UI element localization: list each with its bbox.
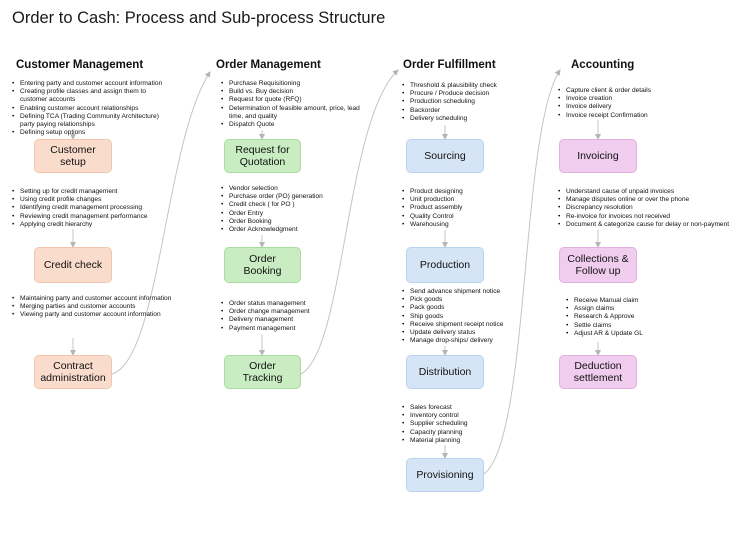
- list-item: Capacity planning: [402, 429, 532, 437]
- list-item: Determination of feasible amount, price,…: [221, 105, 361, 121]
- process-box-production: Production: [406, 247, 484, 283]
- list-item: Material planning: [402, 437, 532, 445]
- bullet-list-request-for-quotation: Purchase Requisitioning Build vs. Buy de…: [221, 80, 361, 129]
- list-item: Production scheduling: [402, 98, 532, 106]
- list-item: Defining TCA (Trading Community Architec…: [12, 113, 170, 129]
- process-box-order-booking: Order Booking: [224, 247, 301, 283]
- list-item: Product assembly: [402, 204, 532, 212]
- bullet-list-distribution: Send advance shipment notice Pick goods …: [402, 288, 542, 346]
- list-item: Order change management: [221, 308, 361, 316]
- list-item: Pack goods: [402, 304, 542, 312]
- bullet-list-invoicing: Capture client & order details Invoice c…: [558, 87, 698, 120]
- list-item: Viewing party and customer account infor…: [12, 311, 172, 319]
- list-item: Ship goods: [402, 313, 542, 321]
- list-item: Backorder: [402, 107, 532, 115]
- process-box-contract-administration: Contract administration: [34, 355, 112, 389]
- list-item: Payment management: [221, 325, 361, 333]
- list-item: Understand cause of unpaid invoices: [558, 188, 750, 196]
- list-item: Invoice creation: [558, 95, 698, 103]
- bullet-list-order-tracking: Order status management Order change man…: [221, 300, 361, 333]
- list-item: Threshold & plausibility check: [402, 82, 532, 90]
- list-item: Defining setup options: [12, 129, 170, 137]
- list-item: Build vs. Buy decision: [221, 88, 361, 96]
- list-item: Assign claims: [566, 305, 696, 313]
- list-item: Settle claims: [566, 322, 696, 330]
- process-box-distribution: Distribution: [406, 355, 484, 389]
- list-item: Research & Approve: [566, 313, 696, 321]
- column-heading-order-fulfillment: Order Fulfillment: [403, 59, 496, 71]
- curve-fulfillment-to-accounting: [483, 69, 561, 475]
- list-item: Product designing: [402, 188, 532, 196]
- bullet-list-provisioning: Sales forecast Inventory control Supplie…: [402, 404, 532, 445]
- list-item: Delivery scheduling: [402, 115, 532, 123]
- column-heading-accounting: Accounting: [571, 59, 635, 71]
- list-item: Order Booking: [221, 218, 371, 226]
- bullet-list-credit-check: Setting up for credit management Using c…: [12, 188, 182, 229]
- list-item: Maintaining party and customer account i…: [12, 295, 172, 303]
- list-item: Unit production: [402, 196, 532, 204]
- list-item: Dispatch Quote: [221, 121, 361, 129]
- list-item: Setting up for credit management: [12, 188, 182, 196]
- list-item: Invoice delivery: [558, 103, 698, 111]
- list-item: Warehousing: [402, 221, 532, 229]
- process-box-sourcing: Sourcing: [406, 139, 484, 173]
- process-box-order-tracking: Order Tracking: [224, 355, 301, 389]
- list-item: Pick goods: [402, 296, 542, 304]
- list-item: Order status management: [221, 300, 361, 308]
- list-item: Purchase order (PO) generation: [221, 193, 371, 201]
- process-box-request-for-quotation: Request for Quotation: [224, 139, 301, 173]
- process-box-credit-check: Credit check: [34, 247, 112, 283]
- list-item: Quality Control: [402, 213, 532, 221]
- list-item: Order Entry: [221, 210, 371, 218]
- list-item: Update delivery status: [402, 329, 542, 337]
- list-item: Reviewing credit management performance: [12, 213, 182, 221]
- list-item: Receive Manual claim: [566, 297, 696, 305]
- process-box-collections-follow-up: Collections & Follow up: [559, 247, 637, 283]
- list-item: Re-invoice for invoices not received: [558, 213, 750, 221]
- bullet-list-production: Product designing Unit production Produc…: [402, 188, 532, 229]
- list-item: Vendor selection: [221, 185, 371, 193]
- bullet-list-sourcing: Threshold & plausibility check Procure /…: [402, 82, 532, 123]
- list-item: Send advance shipment notice: [402, 288, 542, 296]
- list-item: Order Acknowledgment: [221, 226, 371, 234]
- list-item: Merging parties and customer accounts: [12, 303, 172, 311]
- process-box-invoicing: Invoicing: [559, 139, 637, 173]
- list-item: Purchase Requisitioning: [221, 80, 361, 88]
- list-item: Receive shipment receipt notice: [402, 321, 542, 329]
- list-item: Credit check ( for PO ): [221, 201, 371, 209]
- bullet-list-deduction-settlement: Receive Manual claim Assign claims Resea…: [566, 297, 696, 338]
- list-item: Entering party and customer account info…: [12, 80, 170, 88]
- list-item: Inventory control: [402, 412, 532, 420]
- list-item: Manage disputes online or over the phone: [558, 196, 750, 204]
- list-item: Procure / Produce decision: [402, 90, 532, 98]
- list-item: Document & categorize cause for delay or…: [558, 221, 750, 229]
- bullet-list-order-booking: Vendor selection Purchase order (PO) gen…: [221, 185, 371, 234]
- list-item: Delivery management: [221, 316, 361, 324]
- bullet-list-contract-administration: Maintaining party and customer account i…: [12, 295, 172, 320]
- list-item: Enabling customer account relationships: [12, 105, 170, 113]
- bullet-list-collections: Understand cause of unpaid invoices Mana…: [558, 188, 750, 229]
- list-item: Creating profile classes and assign them…: [12, 88, 170, 104]
- list-item: Supplier scheduling: [402, 420, 532, 428]
- list-item: Applying credit hierarchy: [12, 221, 182, 229]
- bullet-list-customer-setup: Entering party and customer account info…: [12, 80, 170, 138]
- list-item: Capture client & order details: [558, 87, 698, 95]
- list-item: Sales forecast: [402, 404, 532, 412]
- process-box-deduction-settlement: Deduction settlement: [559, 355, 637, 389]
- list-item: Discrepancy resolution: [558, 204, 750, 212]
- page-title: Order to Cash: Process and Sub-process S…: [12, 9, 386, 27]
- column-heading-order-management: Order Management: [216, 59, 321, 71]
- list-item: Manage drop-ships/ delivery: [402, 337, 542, 345]
- process-box-provisioning: Provisioning: [406, 458, 484, 492]
- column-heading-customer-management: Customer Management: [16, 59, 144, 71]
- list-item: Identifying credit management processing: [12, 204, 182, 212]
- process-box-customer-setup: Customer setup: [34, 139, 112, 173]
- list-item: Request for quote (RFQ): [221, 96, 361, 104]
- list-item: Adjust AR & Update GL: [566, 330, 696, 338]
- list-item: Using credit profile changes: [12, 196, 182, 204]
- curve-customer-to-order: [111, 71, 211, 375]
- list-item: Invoice receipt Confirmation: [558, 112, 698, 120]
